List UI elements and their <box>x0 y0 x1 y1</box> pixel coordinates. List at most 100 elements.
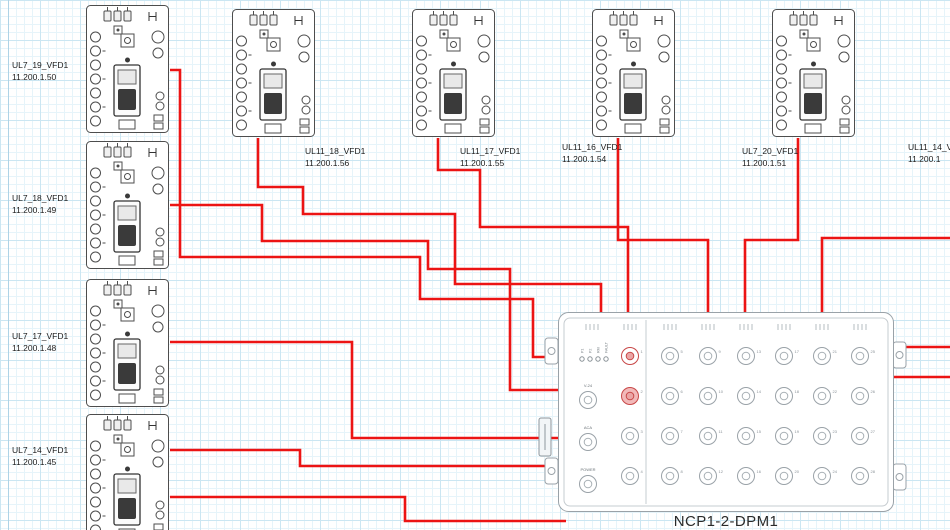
cable-t3[interactable] <box>616 138 710 313</box>
port-ruler-marks <box>585 324 867 330</box>
led-p2 <box>587 356 593 362</box>
port-number: 22 <box>833 389 838 394</box>
led-fault <box>603 356 609 362</box>
cable-c3[interactable] <box>170 340 559 440</box>
port-number: 11 <box>719 429 724 434</box>
hub-port-inner <box>703 391 713 401</box>
hub-port-inner <box>779 431 789 441</box>
cable-c4[interactable] <box>170 448 559 468</box>
side-port-label: ACA <box>584 425 593 430</box>
cable-c5[interactable] <box>170 495 566 523</box>
hub-port-grid: 1234567891011121314151617181920212223242… <box>579 347 876 493</box>
port-number: 20 <box>795 469 800 474</box>
side-port-label: V-24 <box>584 383 593 388</box>
hub-port-inner <box>779 471 789 481</box>
hub-port-inner <box>741 471 751 481</box>
hub-inner-frame <box>563 317 889 507</box>
hub-port-inner <box>779 391 789 401</box>
hub-port-inner <box>741 351 751 361</box>
vfd-device-7[interactable] <box>771 8 856 138</box>
hub-port-inner <box>665 471 675 481</box>
hub-port-inner <box>703 351 713 361</box>
cable-t1[interactable] <box>256 138 603 313</box>
hub-port-inner <box>665 431 675 441</box>
port-number: 6 <box>681 389 684 394</box>
port-number: 25 <box>871 349 876 354</box>
led-label-p2: P2 <box>589 349 593 353</box>
hub-title: NCP1-2-DPM1 <box>673 513 779 530</box>
vfd-device-3[interactable] <box>85 413 170 530</box>
hub-port-inner <box>817 471 827 481</box>
vfd-device-2[interactable] <box>85 278 170 408</box>
hub-port-inner <box>703 471 713 481</box>
vfd-device-1[interactable] <box>85 140 170 270</box>
led-p1 <box>579 356 585 362</box>
hub-port-inner <box>625 391 635 401</box>
hub-port-inner <box>665 351 675 361</box>
port-number: 4 <box>641 469 644 474</box>
port-number: 23 <box>833 429 838 434</box>
led-label-rm: RM <box>597 347 601 353</box>
hub-port-inner <box>625 431 635 441</box>
hub-port-inner <box>625 471 635 481</box>
port-number: 8 <box>681 469 684 474</box>
hub-side-port-inner <box>583 395 593 405</box>
port-number: 5 <box>681 349 684 354</box>
hub-port-inner <box>779 351 789 361</box>
port-number: 16 <box>757 469 762 474</box>
hub-port-inner <box>855 391 865 401</box>
cable-c1[interactable] <box>170 68 559 359</box>
port-number: 28 <box>871 469 876 474</box>
port-number: 2 <box>641 389 644 394</box>
port-number: 26 <box>871 389 876 394</box>
vfd-device-5[interactable] <box>411 8 496 138</box>
port-number: 18 <box>795 389 800 394</box>
port-number: 24 <box>833 469 838 474</box>
hub-port-inner <box>817 351 827 361</box>
port-number: 1 <box>641 349 644 354</box>
port-number: 15 <box>757 429 762 434</box>
hub-outline <box>558 312 894 512</box>
port-number: 10 <box>719 389 724 394</box>
hub-port-inner <box>817 431 827 441</box>
port-number: 14 <box>757 389 762 394</box>
port-number: 12 <box>719 469 724 474</box>
hub-port-inner <box>855 471 865 481</box>
side-port-label: POWER <box>580 467 595 472</box>
hub-side-port-inner <box>583 479 593 489</box>
cable-layer <box>170 68 950 523</box>
hub-port-inner <box>741 391 751 401</box>
cable-t4[interactable] <box>743 138 800 313</box>
hub-port-inner <box>625 351 635 361</box>
cable-c2[interactable] <box>170 203 559 392</box>
port-number: 27 <box>871 429 876 434</box>
cable-t2[interactable] <box>436 138 630 313</box>
hub-port-inner <box>855 431 865 441</box>
cable-t5[interactable] <box>820 236 950 313</box>
hub-port-inner <box>741 431 751 441</box>
vfd-device-0[interactable] <box>85 4 170 134</box>
page-margin-line <box>8 0 9 530</box>
hub-port-inner <box>665 391 675 401</box>
led-rm <box>595 356 601 362</box>
vfd-device-6[interactable] <box>591 8 676 138</box>
hub-port-inner <box>855 351 865 361</box>
led-label-fault: FAULT <box>605 341 609 353</box>
hub-led-cluster: P1 P2 RM FAULT <box>579 341 609 362</box>
port-number: 17 <box>795 349 800 354</box>
hub-din-clip <box>538 417 552 457</box>
hub-side-port-inner <box>583 437 593 447</box>
vfd-device-4[interactable] <box>231 8 316 138</box>
port-number: 3 <box>641 429 644 434</box>
led-label-p1: P1 <box>581 349 585 353</box>
